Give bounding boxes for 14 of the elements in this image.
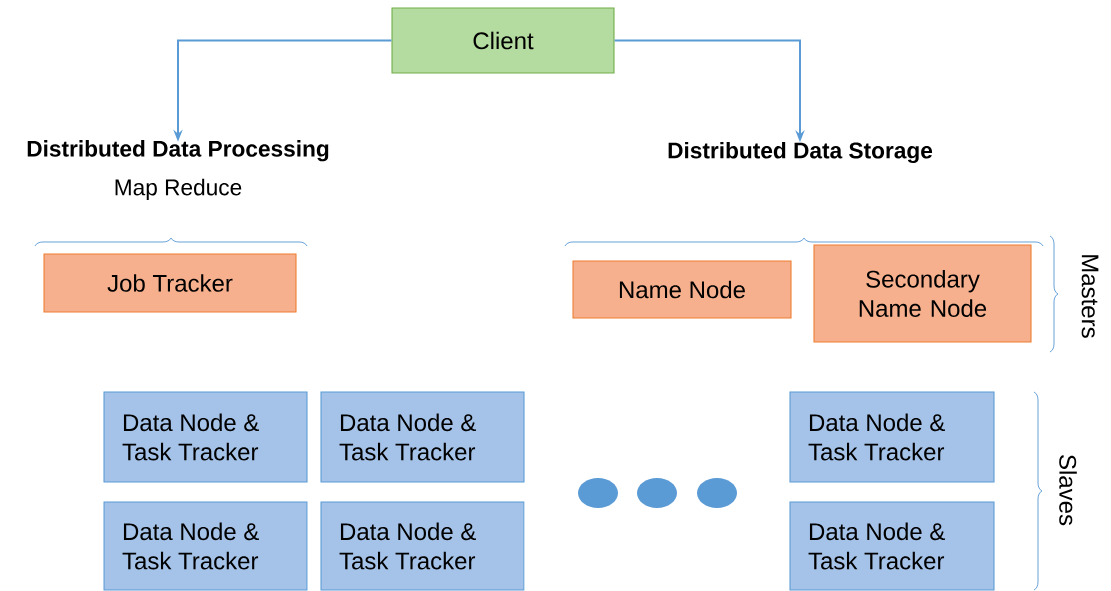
heading-text: Distributed Data Processing Map Reduce [27, 140, 329, 200]
process-box: Client [391, 7, 615, 74]
worker-box: Data Node & Task Tracker [320, 391, 525, 483]
worker-box: Data Node & Task Tracker [789, 501, 995, 591]
process-box: Secondary Name Node [813, 244, 1032, 343]
side-label: Masters [1081, 255, 1099, 338]
heading-text: Distributed Data Storage [668, 141, 933, 164]
worker-box: Data Node & Task Tracker [320, 501, 525, 591]
worker-box: Data Node & Task Tracker [789, 391, 995, 483]
worker-box: Data Node & Task Tracker [103, 391, 308, 483]
process-box: Name Node [572, 260, 792, 319]
side-label: Slaves [1059, 455, 1077, 526]
worker-box: Data Node & Task Tracker [103, 501, 308, 591]
process-box: Job Tracker [43, 253, 297, 313]
